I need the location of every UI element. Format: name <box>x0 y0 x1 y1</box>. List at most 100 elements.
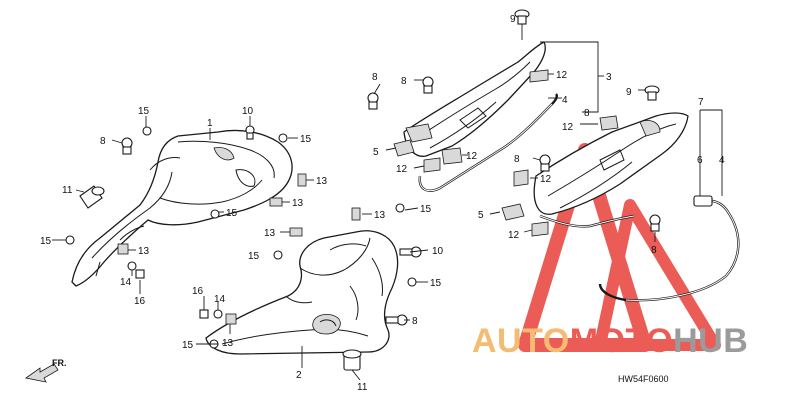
collar-11-bottom <box>342 349 362 371</box>
clip-12-b <box>599 115 619 131</box>
washer-14-b <box>213 309 223 319</box>
callout-7: 7 <box>698 97 704 108</box>
callout-15-g: 15 <box>430 278 442 289</box>
callout-8-right: 8 <box>651 245 657 256</box>
screw-15-c <box>210 209 220 219</box>
screw-8-upper-mid <box>422 76 434 94</box>
screw-8-right <box>649 214 661 232</box>
front-arrow-icon <box>25 363 59 383</box>
clip-13-f <box>225 313 237 325</box>
callout-13-d: 13 <box>374 210 386 221</box>
callout-2: 2 <box>296 370 302 381</box>
clip-13-d <box>351 207 361 221</box>
callout-8-upper-mid: 8 <box>401 76 407 87</box>
callout-6: 6 <box>697 155 703 166</box>
callout-13-f: 13 <box>222 338 234 349</box>
callout-1: 1 <box>207 118 213 129</box>
callout-5-upper: 5 <box>373 147 379 158</box>
part-2-lower-center-cover <box>205 230 399 355</box>
clip-13-b <box>269 197 283 207</box>
screw-8-lower <box>385 314 408 326</box>
callout-8-lower: 8 <box>412 316 418 327</box>
callout-8-upper-left: 8 <box>372 72 378 83</box>
watermark-text-auto: AUTO <box>472 322 570 360</box>
callout-11-bottom: 11 <box>357 382 368 393</box>
callout-13-a: 13 <box>316 176 328 187</box>
callout-12-b: 12 <box>562 122 574 133</box>
collar-11-left <box>79 185 105 209</box>
callout-11-left: 11 <box>62 185 73 196</box>
callout-10-mid: 10 <box>432 246 444 257</box>
clip-13-a <box>297 173 307 187</box>
screw-8-center <box>539 154 551 172</box>
part-1-left-body-cover <box>71 129 293 287</box>
callout-5-lower: 5 <box>478 210 484 221</box>
callout-15-e: 15 <box>248 251 260 262</box>
callout-14-b: 14 <box>214 294 226 305</box>
callout-12-a: 12 <box>556 70 568 81</box>
screw-15-d <box>65 235 75 245</box>
screw-15-e <box>273 250 283 260</box>
callout-13-b: 13 <box>292 198 304 209</box>
watermark-inner-triangle <box>594 199 721 351</box>
grommet-9-top <box>514 9 530 25</box>
callout-9-right: 9 <box>626 87 632 98</box>
part-4-upper-right-inner-cover <box>533 112 689 215</box>
grommet-9-right <box>644 85 660 101</box>
front-arrow-label: FR. <box>52 358 67 368</box>
clip-12-f <box>531 221 549 237</box>
callout-10-top: 10 <box>242 106 254 117</box>
callout-16-b: 16 <box>192 286 204 297</box>
screw-15-b <box>278 133 288 143</box>
callout-15-a: 15 <box>138 106 150 117</box>
callout-16-a: 16 <box>134 296 146 307</box>
callout-9-top: 9 <box>510 14 516 25</box>
callout-15-b: 15 <box>300 134 312 145</box>
part-6-edge-strips <box>418 93 740 302</box>
screw-15-g <box>407 277 417 287</box>
callout-12-c: 12 <box>466 151 478 162</box>
callout-12-d: 12 <box>396 164 408 175</box>
callout-8-right-top: 8 <box>584 108 590 119</box>
clip-13-c <box>117 243 129 255</box>
screw-10-top <box>245 125 255 140</box>
clip-12-a <box>529 69 549 83</box>
pad-5-lower <box>501 203 525 221</box>
diagram-code: HW54F0600 <box>618 374 669 384</box>
part-3-upper-right-cover <box>403 41 546 157</box>
callout-labels: 1 2 3 4 4 5 5 6 7 8 8 8 8 8 8 8 9 9 10 1… <box>40 14 725 393</box>
callout-8-left: 8 <box>100 136 106 147</box>
clip-12-e <box>513 169 529 187</box>
callout-12-f: 12 <box>508 230 520 241</box>
watermark-text-hub: HUB <box>673 322 748 360</box>
callout-4-right: 4 <box>719 155 725 166</box>
callout-12-e: 12 <box>540 174 552 185</box>
bolt-16-a <box>135 269 145 279</box>
clip-12-d <box>423 157 441 173</box>
pad-5-upper <box>393 139 415 157</box>
front-direction-arrow: FR. <box>25 358 67 383</box>
screw-15-f <box>395 203 405 213</box>
callout-4-upper: 4 <box>562 95 568 106</box>
callout-15-c: 15 <box>226 208 238 219</box>
watermark-logo: AUTOMOTOHUB <box>472 143 748 360</box>
watermark-text-moto: MOTO <box>570 322 673 360</box>
callout-8-center: 8 <box>514 154 520 165</box>
screw-10-mid <box>399 246 422 258</box>
clip-13-e <box>289 227 303 237</box>
svg-text:AUTOMOTOHUB: AUTOMOTOHUB <box>472 322 748 360</box>
screw-8-left <box>121 137 133 155</box>
callout-15-f: 15 <box>420 204 432 215</box>
clip-12-c <box>441 147 463 165</box>
callout-3: 3 <box>606 72 612 83</box>
screw-8-upper-left <box>367 92 379 110</box>
callout-13-c: 13 <box>138 246 150 257</box>
callout-15-d: 15 <box>40 236 52 247</box>
callout-13-e: 13 <box>264 228 276 239</box>
callout-15-h: 15 <box>182 340 194 351</box>
bolt-16-b <box>199 309 209 319</box>
screw-15-a <box>142 126 152 136</box>
callout-14-a: 14 <box>120 277 132 288</box>
leader-lines <box>52 24 723 381</box>
